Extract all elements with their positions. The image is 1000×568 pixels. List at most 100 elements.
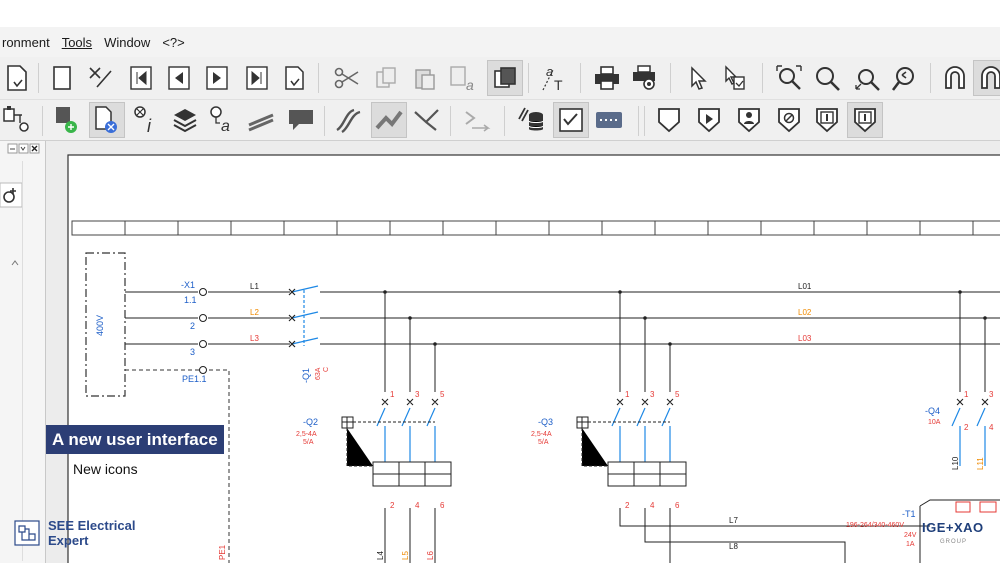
q2-contact-3: 3 xyxy=(415,390,420,399)
copy-icon[interactable] xyxy=(370,61,404,95)
cable-icon[interactable] xyxy=(244,103,278,137)
shield-no-icon[interactable] xyxy=(772,103,806,137)
right-wire-l10: L10 xyxy=(951,456,960,470)
q2-range: 2,5-4A xyxy=(296,431,317,438)
previous-page-icon[interactable] xyxy=(162,61,196,95)
snap-magnet-icon[interactable] xyxy=(973,60,1000,96)
menu-bar: ronment Tools Window <?> xyxy=(0,27,1000,58)
q3-contact-3: 3 xyxy=(650,390,655,399)
svg-text:a: a xyxy=(221,118,230,135)
zoom-out-icon[interactable] xyxy=(850,61,884,95)
wire-cross-icon[interactable] xyxy=(410,103,444,137)
q2-rating: 5/A xyxy=(303,439,314,446)
svg-text:a: a xyxy=(546,64,553,79)
q4-rating: 10A xyxy=(928,419,941,426)
t1-rating: 1A xyxy=(906,541,915,548)
wire-icon[interactable] xyxy=(332,103,366,137)
print-icon[interactable] xyxy=(590,61,624,95)
voltage-label: 400V xyxy=(95,315,105,336)
x1-tag: -X1 xyxy=(181,280,195,290)
component-tree-icon[interactable] xyxy=(0,103,34,137)
menu-window[interactable]: Window xyxy=(104,34,151,50)
select-page-icon[interactable] xyxy=(718,61,752,95)
scissors-icon[interactable] xyxy=(330,61,364,95)
shield-one-icon[interactable] xyxy=(810,103,844,137)
ige-xao-logo: IGE+XAO GROUP xyxy=(920,514,1000,554)
wire-bend-icon[interactable] xyxy=(371,102,407,138)
shield-blank-icon[interactable] xyxy=(652,103,686,137)
zoom-previous-icon[interactable] xyxy=(888,61,922,95)
attribute-icon[interactable]: a xyxy=(206,103,240,137)
overlay-subtitle: New icons xyxy=(70,461,141,477)
layers-icon[interactable] xyxy=(168,103,202,137)
q3-contact-5: 5 xyxy=(675,390,680,399)
shield-user-icon[interactable] xyxy=(732,103,766,137)
first-page-icon[interactable] xyxy=(124,61,158,95)
phase-label-l1: L1 xyxy=(250,282,259,291)
duplicate-icon[interactable] xyxy=(487,60,523,96)
explorer-panel xyxy=(0,141,46,563)
bus-label-l03: L03 xyxy=(798,334,812,343)
q3-contact-2: 2 xyxy=(625,501,630,510)
brand-line1: SEE Electrical xyxy=(48,518,136,533)
t1-tag: -T1 xyxy=(902,509,916,519)
q2-tag: -Q2 xyxy=(303,417,318,427)
x1-term-1: 1.1 xyxy=(184,295,197,305)
wire-arrow-icon[interactable] xyxy=(460,103,494,137)
print-preview-icon[interactable] xyxy=(628,61,662,95)
ige-xao-group-text: GROUP xyxy=(940,539,968,545)
x1-term-3: 3 xyxy=(190,347,195,357)
phase-label-l2: L2 xyxy=(250,308,259,317)
zoom-window-icon[interactable] xyxy=(772,61,806,95)
panel-add-icon[interactable] xyxy=(0,185,20,205)
q4-tag: -Q4 xyxy=(925,406,940,416)
right-wire-l11: L11 xyxy=(976,457,985,470)
page-check-icon[interactable] xyxy=(278,61,312,95)
menu-help[interactable]: <?> xyxy=(162,34,185,50)
q2-contact-2: 2 xyxy=(390,501,395,510)
pointer-icon[interactable] xyxy=(680,61,714,95)
rectangle-icon[interactable] xyxy=(46,61,80,95)
q3-rating: 5/A xyxy=(538,439,549,446)
last-page-icon[interactable] xyxy=(240,61,274,95)
see-logo-icon xyxy=(14,520,40,546)
pe-vertical-label: PE1 xyxy=(218,544,227,560)
pe-label: PE1.1 xyxy=(182,374,207,384)
q3-contact-1: 1 xyxy=(625,390,630,399)
bus-label-l02: L02 xyxy=(798,308,812,317)
symbol-green-icon[interactable] xyxy=(50,103,84,137)
shield-play-icon[interactable] xyxy=(692,103,726,137)
toolbar-secondary: i a xyxy=(0,100,1000,141)
q4-contact-2: 2 xyxy=(964,423,969,432)
comment-icon[interactable] xyxy=(284,103,318,137)
q1-rating: 63A xyxy=(315,367,322,380)
t1-secondary: 24V xyxy=(904,532,917,539)
paste-icon[interactable] xyxy=(408,61,442,95)
database-icon[interactable] xyxy=(514,103,548,137)
keyboard-icon[interactable] xyxy=(592,103,626,137)
cross-line-icon[interactable] xyxy=(84,61,118,95)
magnet-icon[interactable] xyxy=(938,61,972,95)
q4-contact-3: 3 xyxy=(989,390,994,399)
menu-tools[interactable]: Tools xyxy=(61,34,93,50)
svg-text:a: a xyxy=(466,77,474,92)
info-symbol-icon[interactable]: i xyxy=(130,103,164,137)
new-document-icon[interactable] xyxy=(0,61,34,95)
window-top-strip xyxy=(0,0,1000,27)
checklist-icon[interactable] xyxy=(553,102,589,138)
menu-environment[interactable]: ronment xyxy=(2,34,50,50)
next-page-icon[interactable] xyxy=(200,61,234,95)
q2-contact-1: 1 xyxy=(390,390,395,399)
brand-logo: SEE Electrical Expert xyxy=(14,518,135,548)
wire-label-l4: L4 xyxy=(376,551,385,560)
q3-range: 2,5-4A xyxy=(531,431,552,438)
q2-contact-6: 6 xyxy=(440,501,445,510)
shield-one-active-icon[interactable] xyxy=(847,102,883,138)
brand-line2: Expert xyxy=(48,533,89,548)
lower-wire-l7: L7 xyxy=(729,516,738,525)
paste-attribute-icon[interactable]: a xyxy=(446,61,480,95)
zoom-icon[interactable] xyxy=(810,61,844,95)
document-blue-icon[interactable] xyxy=(89,102,125,138)
